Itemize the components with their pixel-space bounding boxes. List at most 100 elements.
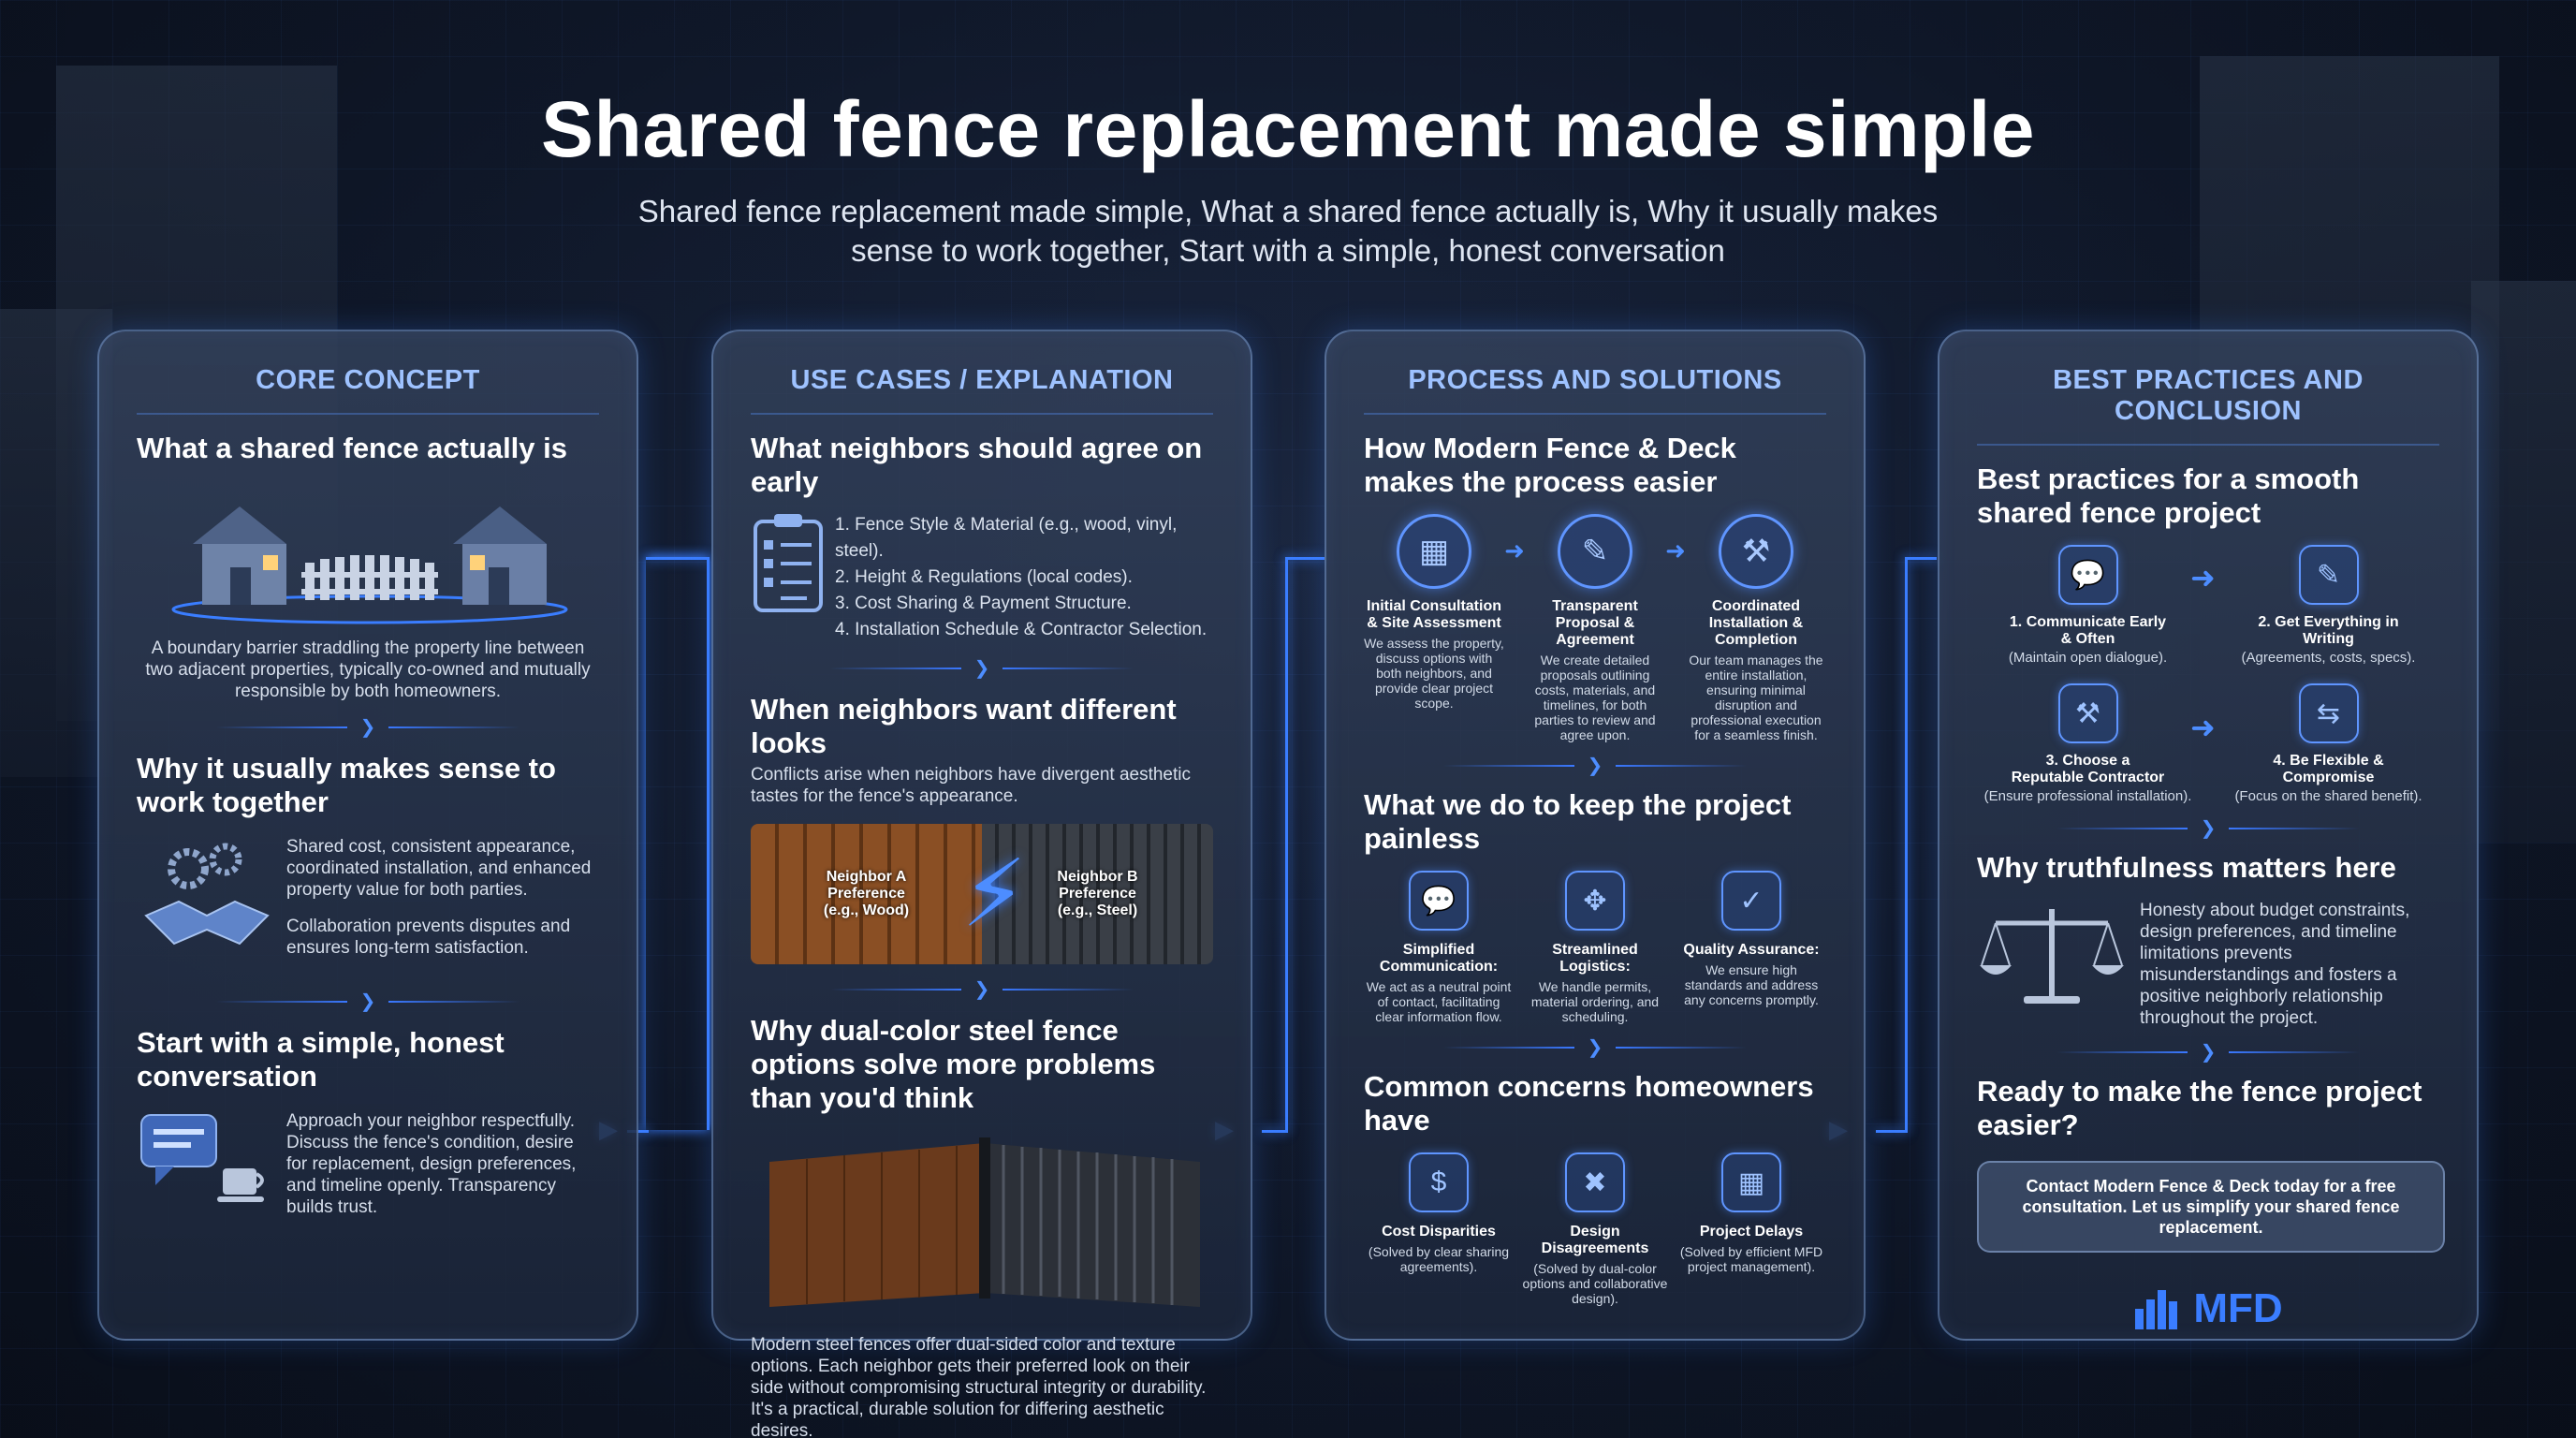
item-title: Quality Assurance: [1683, 942, 1820, 958]
practice-title: 2. Get Everything in Writing [2258, 614, 2399, 647]
section-title: What we do to keep the project painless [1364, 788, 1792, 855]
list-item: 3. Cost Sharing & Payment Structure. [835, 594, 1132, 613]
practice-item: ⚒ 3. Choose a Reputable Contractor (Ensu… [1977, 683, 2199, 805]
design-tools-icon: ✖ [1565, 1152, 1625, 1212]
step-title: Initial Consultation & Site Assessment [1367, 598, 1501, 631]
document-pen-icon: ✎ [1557, 514, 1632, 589]
item-text: (Solved by efficient MFD project managem… [1679, 1244, 1823, 1274]
practice-arrow: ➜ [2190, 711, 2216, 744]
lightning-icon: ⚡ [961, 842, 1028, 946]
section-text: Modern steel fences offer dual-sided col… [751, 1335, 1207, 1438]
item-title: Simplified Communication: [1379, 942, 1499, 975]
section-title: Best practices for a smooth shared fence… [1977, 462, 2360, 529]
practice-text: (Focus on the shared benefit). [2234, 788, 2422, 804]
item-title: Cost Disparities [1382, 1224, 1496, 1240]
cta-button[interactable]: Contact Modern Fence & Deck today for a … [1977, 1161, 2445, 1253]
painless-item: ✓ Quality Assurance: We ensure high stan… [1676, 871, 1826, 1024]
painless-item: ✥ Streamlined Logistics: We handle permi… [1520, 871, 1670, 1024]
chat-icon: 💬 [2057, 545, 2118, 605]
list-item: 4. Installation Schedule & Contractor Se… [835, 620, 1208, 639]
list-item: 1. Fence Style & Material (e.g., wood, v… [835, 515, 1178, 561]
steel-fence-panel: Neighbor B Preference (e.g., Steel) [982, 824, 1213, 964]
section-divider: ❯ [1364, 1035, 1826, 1059]
concern-item: $ Cost Disparities (Solved by clear shar… [1364, 1152, 1514, 1306]
section-text: Conflicts arise when neighbors have dive… [751, 765, 1191, 806]
step-title: Coordinated Installation & Completion [1708, 598, 1804, 648]
list-item: 2. Height & Regulations (local codes). [835, 567, 1133, 587]
panel-best-practices: BEST PRACTICES AND CONCLUSION Best pract… [1938, 330, 2479, 1341]
item-text: (Solved by clear sharing agreements). [1368, 1244, 1510, 1274]
section-title: Why it usually makes sense to work toget… [137, 752, 556, 818]
shield-check-icon: ✓ [1721, 871, 1781, 931]
section-title: Common concerns homeowners have [1364, 1070, 1814, 1137]
connector-line-2b [1285, 557, 1325, 560]
step-text: We assess the property, discuss options … [1364, 636, 1504, 711]
checklist-icon [751, 512, 835, 643]
item-text: We ensure high standards and address any… [1684, 962, 1819, 1007]
chat-icon: 💬 [1409, 871, 1469, 931]
neighbor-b-label: Neighbor B Preference (e.g., Steel) [1057, 869, 1138, 918]
section-text: Collaboration prevents disputes and ensu… [286, 917, 571, 958]
panel-header: CORE CONCEPT [137, 365, 599, 415]
scales-icon [1977, 900, 2136, 1029]
houses-fence-icon [137, 478, 599, 628]
practice-item: 💬 1. Communicate Early & Often (Maintain… [1977, 545, 2199, 667]
concern-item: ▦ Project Delays (Solved by efficient MF… [1676, 1152, 1826, 1306]
step-text: We create detailed proposals outlining c… [1534, 653, 1656, 742]
item-title: Project Delays [1699, 1224, 1804, 1240]
practice-text: (Agreements, costs, specs). [2241, 650, 2416, 666]
mfd-logo-text: MFD [2193, 1285, 2283, 1331]
section-title: Ready to make the fence project easier? [1977, 1075, 2422, 1141]
practice-item: ✎ 2. Get Everything in Writing (Agreemen… [2217, 545, 2439, 667]
section-text: Honesty about budget constraints, design… [2140, 901, 2410, 1028]
panel-process-solutions: PROCESS AND SOLUTIONS How Modern Fence &… [1325, 330, 1866, 1341]
painless-item: 💬 Simplified Communication: We act as a … [1364, 871, 1514, 1024]
step-text: Our team manages the entire installation… [1689, 653, 1823, 742]
item-text: (Solved by dual-color options and collab… [1522, 1261, 1668, 1306]
item-title: Streamlined Logistics: [1552, 942, 1638, 975]
step-title: Transparent Proposal & Agreement [1552, 598, 1638, 648]
practice-title: 4. Be Flexible & Compromise [2273, 753, 2384, 785]
section-title: Start with a simple, honest conversation [137, 1026, 505, 1093]
page-subtitle: Shared fence replacement made simple, Wh… [637, 194, 1939, 268]
practice-text: (Maintain open dialogue). [2008, 650, 2168, 666]
background-building-right-2 [2471, 281, 2576, 843]
gears-handshake-icon [137, 836, 277, 976]
mfd-logo-mark [2135, 1290, 2178, 1329]
mfd-logo: MFD [1977, 1288, 2439, 1329]
document-pen-icon: ✎ [2298, 545, 2359, 605]
section-title: Why dual-color steel fence options solve… [751, 1014, 1156, 1114]
connector-line-2c [1262, 1130, 1288, 1133]
section-divider: ❯ [137, 990, 599, 1013]
neighbor-a-label: Neighbor A Preference (e.g., Wood) [823, 869, 910, 918]
section-divider: ❯ [1977, 816, 2439, 840]
money-bag-icon: $ [1409, 1152, 1469, 1212]
section-title: What neighbors should agree on early [751, 432, 1203, 498]
tools-icon: ⚒ [2057, 683, 2118, 743]
section-title: How Modern Fence & Deck makes the proces… [1364, 432, 1736, 498]
background-building-left-2 [0, 309, 112, 777]
page-title: Shared fence replacement made simple [541, 85, 2035, 173]
process-step: ✎ Transparent Proposal & Agreement We cr… [1525, 514, 1665, 742]
process-step: ▦ Initial Consultation & Site Assessment… [1364, 514, 1504, 742]
concern-item: ✖ Design Disagreements (Solved by dual-c… [1520, 1152, 1670, 1306]
practice-arrow: ➜ [2190, 561, 2216, 594]
connector-line-3b [1905, 557, 1937, 560]
section-text: Approach your neighbor respectfully. Dis… [286, 1111, 577, 1217]
practice-text: (Ensure professional installation). [1983, 788, 2192, 804]
section-text: Shared cost, consistent appearance, coor… [286, 837, 592, 900]
section-divider: ❯ [1364, 754, 1826, 777]
connector-line-1 [646, 557, 710, 1130]
dual-color-fence-image [751, 1134, 1213, 1321]
connector-line-1b [646, 557, 710, 560]
calendar-icon: ▦ [1721, 1152, 1781, 1212]
connector-line-2 [1285, 557, 1288, 1130]
section-divider: ❯ [751, 656, 1213, 680]
tools-icon: ⚒ [1718, 514, 1793, 589]
practice-title: 3. Choose a Reputable Contractor [2011, 753, 2165, 785]
arrows-move-icon: ✥ [1565, 871, 1625, 931]
panel-use-cases: USE CASES / EXPLANATION What neighbors s… [711, 330, 1252, 1438]
blueprint-icon: ▦ [1397, 514, 1471, 589]
section-divider: ❯ [1977, 1040, 2439, 1064]
item-text: We handle permits, material ordering, an… [1530, 979, 1660, 1024]
